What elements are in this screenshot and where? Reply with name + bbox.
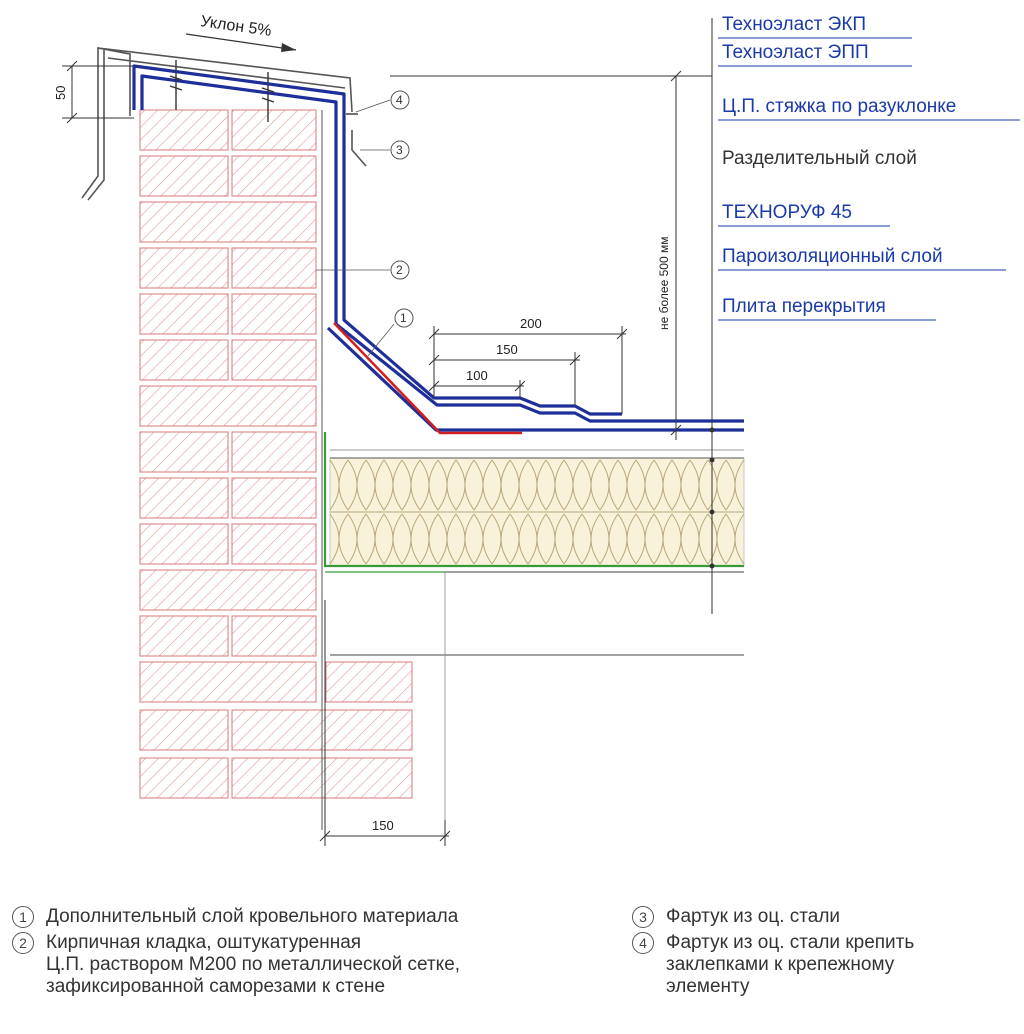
layer-label-screed: Ц.П. стяжка по разуклонке [722,96,956,117]
brick [139,385,317,427]
insulation-technoruf [329,457,745,567]
legend-item-3: 3 Фартук из оц. стали [632,906,1012,928]
layer-labels: Техноэласт ЭКП Техноэласт ЭПП Ц.П. стяжк… [718,14,1020,321]
callout-3: 3 [360,140,410,160]
brick [139,155,229,197]
dimension-overlaps [428,326,628,414]
dimension-offset [319,600,451,846]
overlap-200-label: 200 [520,316,542,331]
svg-text:3: 3 [396,143,403,157]
overlap-100-label: 100 [466,368,488,383]
legend-left: 1 Дополнительный слой кровельного матери… [12,906,612,1002]
brick [139,109,229,151]
svg-text:2: 2 [396,263,403,277]
brick [231,247,317,289]
brick-wall [139,109,413,799]
legend-item-2: 2 Кирпичная кладка, оштукатуренная Ц.П. … [12,932,612,998]
layer-label-technoelast-epp: Техноэласт ЭПП [722,42,869,63]
legend-text-2: Кирпичная кладка, оштукатуренная Ц.П. ра… [46,932,461,997]
brick [231,431,317,473]
brick [231,109,317,151]
dimension-max-height [390,70,712,440]
brick [231,293,317,335]
layer-label-separating: Разделительный слой [722,148,917,169]
legend-item-1: 1 Дополнительный слой кровельного матери… [12,906,612,928]
brick [139,477,229,519]
brick [325,661,413,703]
layer-label-floor-slab: Плита перекрытия [722,296,886,317]
legend-number-3: 3 [632,906,654,928]
brick [139,339,229,381]
legend-text-1: Дополнительный слой кровельного материал… [46,906,459,927]
brick [139,661,317,703]
svg-text:1: 1 [400,311,407,325]
legend-text-3: Фартук из оц. стали [666,906,841,927]
legend-number-1: 1 [12,906,34,928]
svg-text:4: 4 [396,93,403,107]
callout-1: 1 [367,308,414,357]
legend-number-2: 2 [12,932,34,954]
parapet-height-label: 50 [53,86,68,100]
overlap-150-label: 150 [496,342,518,357]
callout-2: 2 [316,260,410,280]
extra-roofing-layer [333,322,522,435]
callout-4: 4 [355,90,410,113]
slope-label: Уклон 5% [199,13,272,40]
brick [139,615,229,657]
vapor-barrier-line [323,432,744,568]
brick [139,201,317,243]
brick [139,293,229,335]
layer-label-technoruf: ТЕХНОРУФ 45 [722,202,852,223]
roof-junction-drawing: Уклон 5% 50 не более 500 мм [53,13,1020,846]
layer-label-technoelast-ekp: Техноэласт ЭКП [722,14,866,35]
brick [231,615,317,657]
legend-right: 3 Фартук из оц. стали 4 Фартук из оц. ст… [632,906,1012,1002]
offset-150-label: 150 [372,818,394,833]
brick [139,709,229,751]
brick [139,569,317,611]
layer-label-vapor-barrier: Пароизоляционный слой [722,246,943,267]
slope-indicator: Уклон 5% [185,13,297,52]
legend-item-4: 4 Фартук из оц. стали крепить заклепками… [632,932,1012,998]
brick [139,247,229,289]
brick [139,431,229,473]
fastening-screws [169,60,358,122]
brick [231,339,317,381]
dimension-parapet [62,60,134,124]
brick [231,477,317,519]
floor-slab [330,571,744,842]
brick [231,523,317,565]
parapet-cap-flashing [81,47,367,201]
brick [231,155,317,197]
brick [139,523,229,565]
brick [139,757,229,799]
max-height-label: не более 500 мм [657,237,671,330]
legend-number-4: 4 [632,932,654,954]
legend-text-4: Фартук из оц. стали крепить заклепками к… [666,932,915,997]
layer-reference-line [709,18,715,614]
